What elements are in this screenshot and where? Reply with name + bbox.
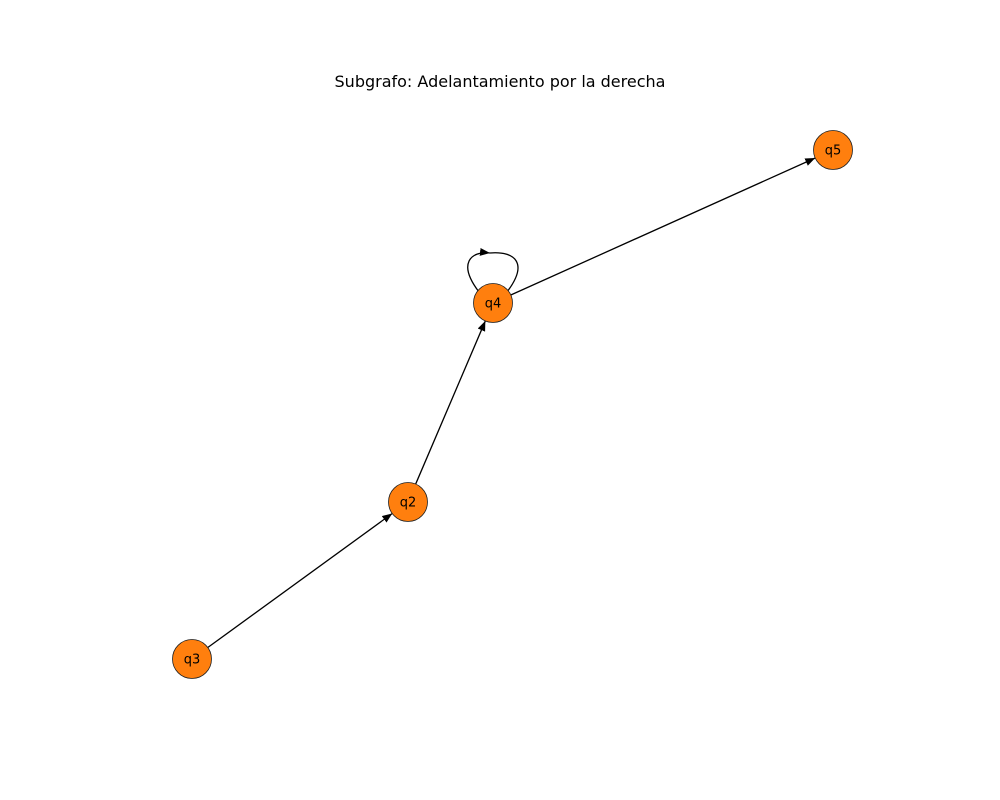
node-circle-q3 bbox=[172, 639, 212, 679]
node-q5: q5 bbox=[813, 130, 853, 170]
node-label-q5: q5 bbox=[825, 144, 842, 159]
node-q2: q2 bbox=[388, 482, 428, 522]
node-q3: q3 bbox=[172, 639, 212, 679]
node-label-q2: q2 bbox=[400, 496, 417, 511]
node-circle-q4 bbox=[473, 283, 513, 323]
edge-q3-q2 bbox=[207, 512, 393, 649]
node-circle-q5 bbox=[813, 130, 853, 170]
node-label-q3: q3 bbox=[184, 653, 201, 668]
edge-q4-q4-self-loop-tail bbox=[489, 252, 519, 293]
edge-q2-q4 bbox=[415, 320, 486, 485]
edge-q4-q4-self-loop bbox=[467, 247, 491, 293]
node-circle-q2 bbox=[388, 482, 428, 522]
node-q4: q4 bbox=[473, 283, 513, 323]
node-label-q4: q4 bbox=[485, 297, 502, 312]
edges-layer bbox=[207, 157, 816, 649]
nodes-layer: q3 q2 q4 q5 bbox=[172, 130, 853, 679]
diagram-title: Subgrafo: Adelantamiento por la derecha bbox=[334, 72, 666, 91]
edge-q4-q5 bbox=[510, 157, 816, 296]
